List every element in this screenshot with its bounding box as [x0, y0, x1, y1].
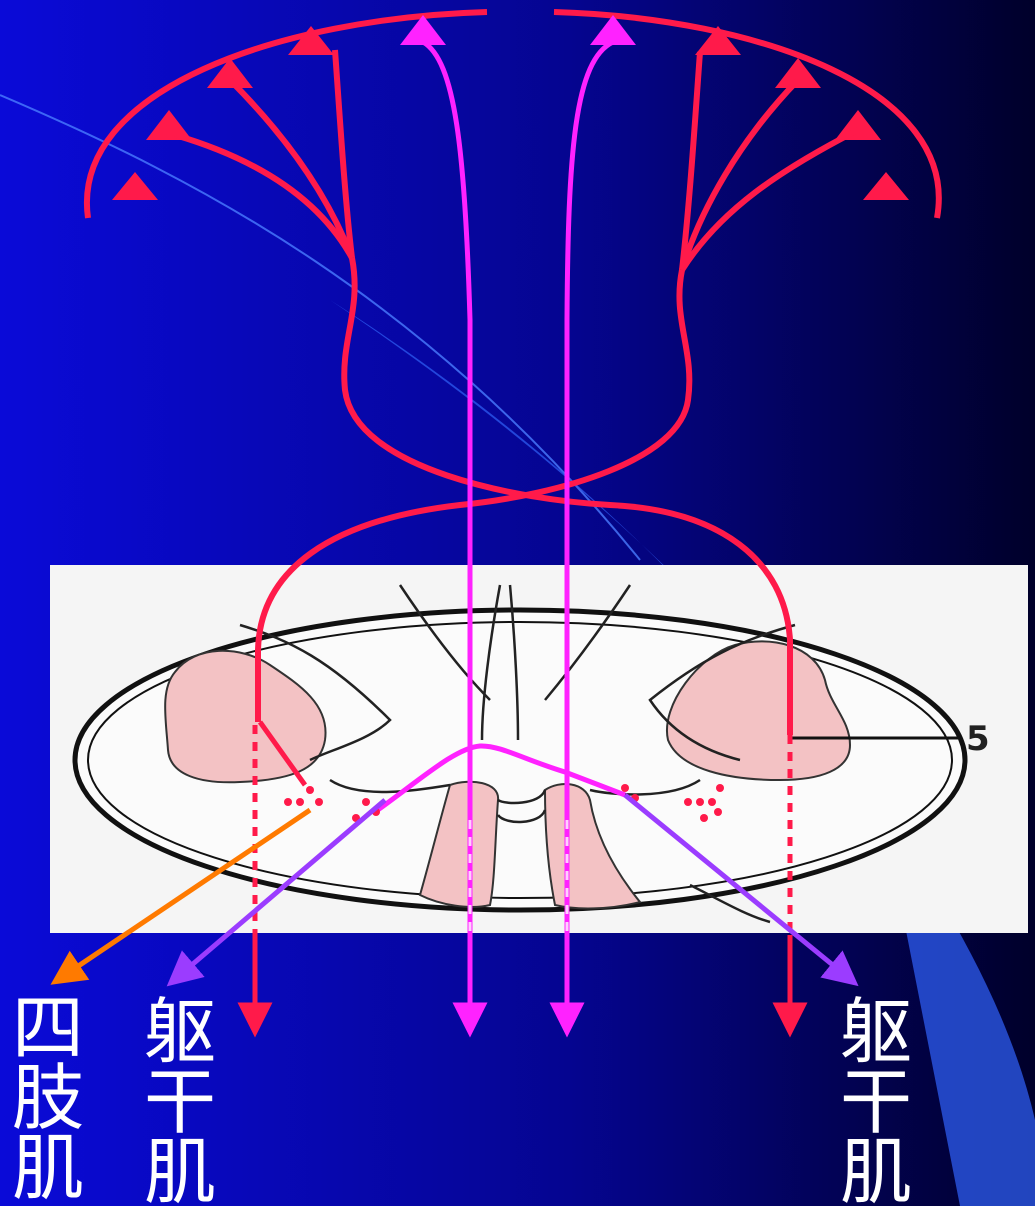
trunk-muscle-label-right: 躯 干 肌	[836, 997, 916, 1207]
marker-number-label: 5	[966, 719, 990, 759]
trunk-muscle-label-left: 躯 干 肌	[140, 997, 220, 1207]
limb-muscle-label: 四 肢 肌	[8, 993, 88, 1203]
